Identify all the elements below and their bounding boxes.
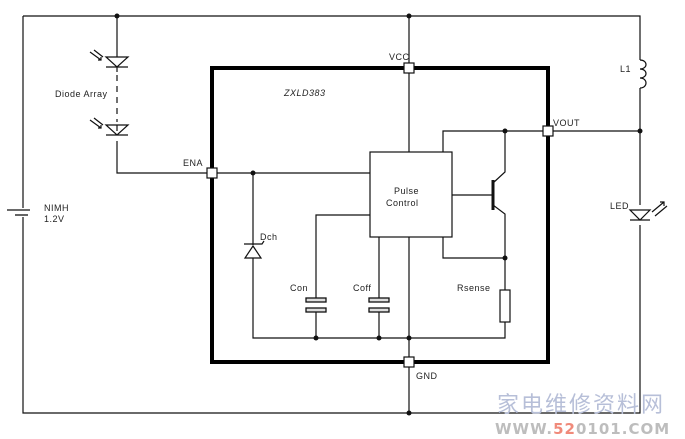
pulse-label-2: Control: [386, 198, 419, 208]
svg-text:WWW.520101.COM: WWW.520101.COM: [495, 420, 670, 438]
label-con: Con: [290, 283, 308, 293]
label-rsense: Rsense: [457, 283, 491, 293]
label-gnd: GND: [416, 371, 438, 381]
junction-dots: [114, 13, 643, 416]
label-diode-array: Diode Array: [55, 89, 108, 99]
label-ena: ENA: [183, 158, 203, 168]
svg-text:家电维修资料网: 家电维修资料网: [497, 393, 665, 418]
pin-vout: [542, 125, 554, 137]
label-l1: L1: [620, 64, 631, 74]
watermark: 家电维修资料网 WWW.520101.COM: [495, 393, 670, 438]
resistor-icon: [499, 289, 511, 323]
label-coff: Coff: [353, 283, 371, 293]
ic-package: [210, 66, 550, 364]
label-battery-type: NIMH: [44, 203, 69, 213]
label-battery-voltage: 1.2V: [44, 214, 65, 224]
capacitor-icon: [305, 297, 390, 313]
photodiode-icon: [89, 117, 130, 136]
pin-gnd: [403, 356, 415, 368]
zener-diode-icon: [243, 240, 265, 259]
pulse-control-block: [369, 151, 453, 238]
label-vout: VOUT: [553, 118, 580, 128]
pins: [206, 62, 554, 368]
pin-vcc: [403, 62, 415, 74]
label-led: LED: [610, 201, 629, 211]
label-dch: Dch: [260, 232, 278, 242]
battery-icon: [7, 209, 30, 216]
chip-name: ZXLD383: [283, 88, 326, 98]
wires: [22, 15, 641, 414]
inductor-icon: [639, 59, 647, 89]
label-vcc: VCC: [389, 52, 410, 62]
pin-ena: [206, 167, 218, 179]
photodiode-icon: [89, 49, 130, 68]
led-icon: [628, 201, 668, 221]
pulse-label-1: Pulse: [394, 186, 419, 196]
